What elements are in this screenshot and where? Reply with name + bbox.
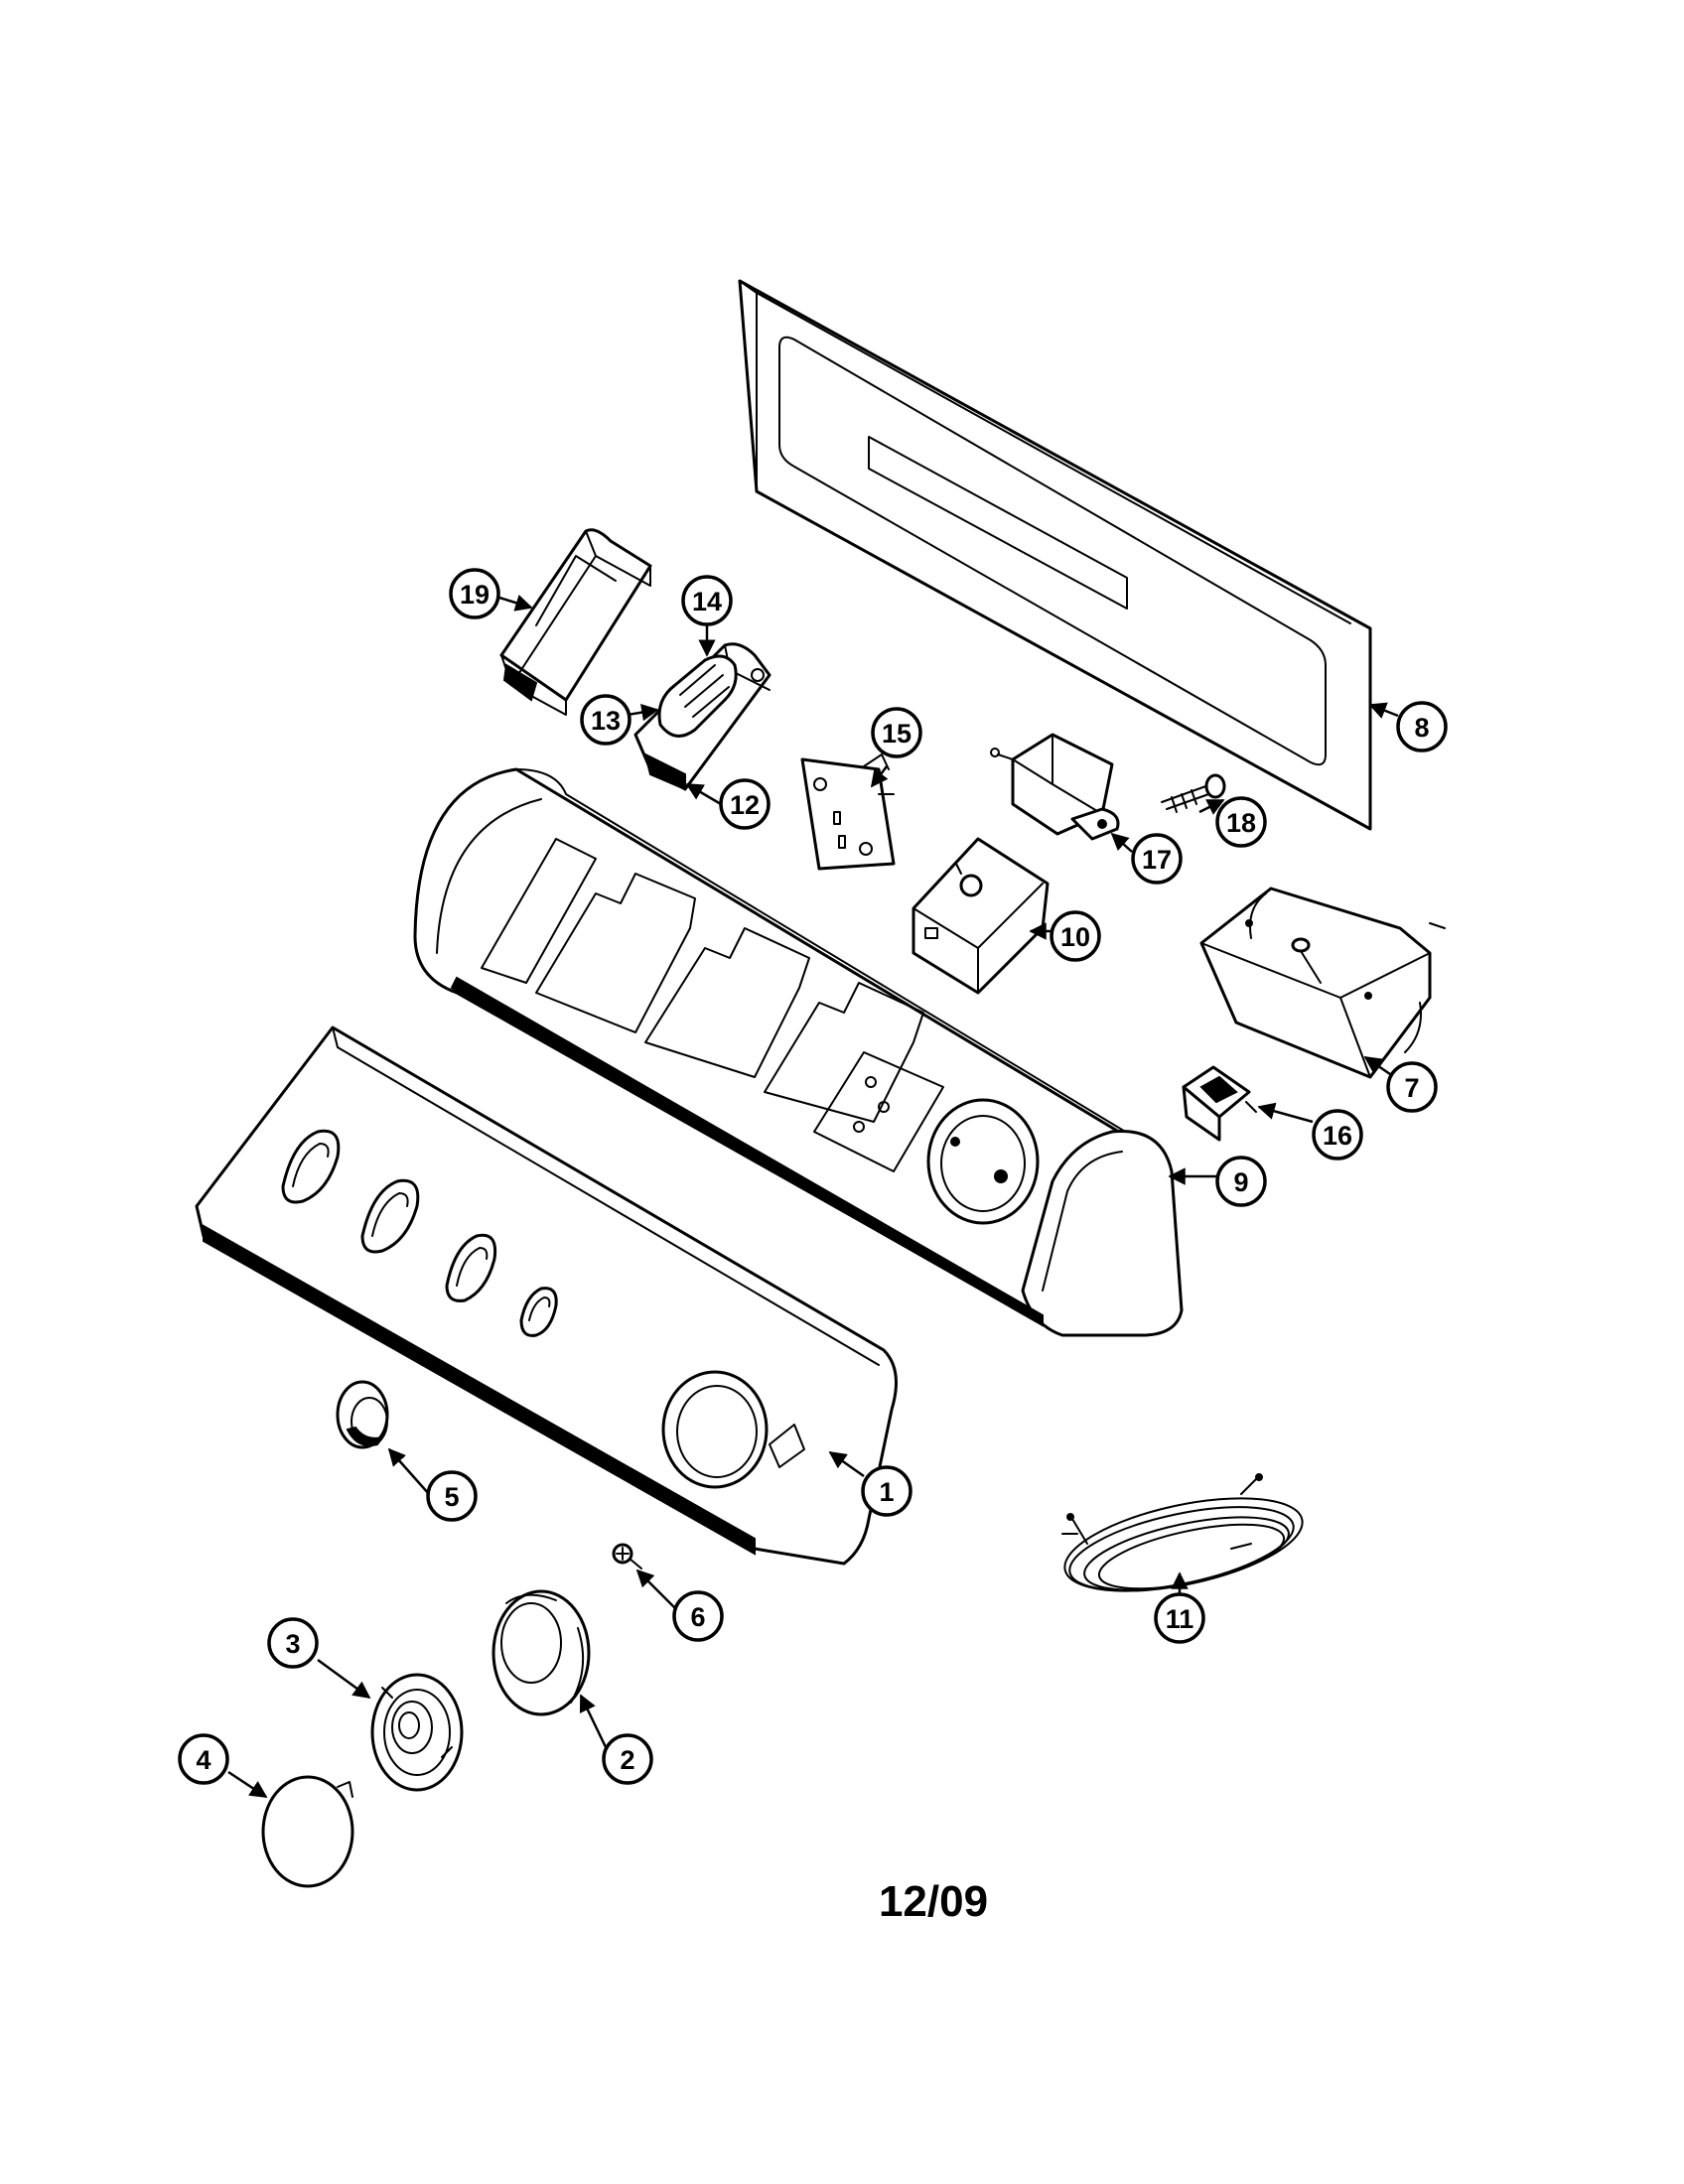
callout-number: 5 <box>444 1482 459 1512</box>
callout-14: 14 <box>681 575 733 626</box>
callout-9: 9 <box>1215 1156 1267 1207</box>
control-panel-part <box>195 1025 898 1566</box>
lens-cover-part <box>261 1775 354 1888</box>
console-housing-part <box>413 767 1184 1337</box>
callout-17: 17 <box>1131 833 1183 885</box>
selector-switch-part <box>499 528 652 716</box>
callout-number: 1 <box>879 1477 894 1507</box>
callout-8: 8 <box>1396 701 1448 752</box>
callout-12: 12 <box>719 778 771 830</box>
callout-4: 4 <box>178 1733 229 1785</box>
callout-number: 6 <box>690 1602 705 1632</box>
callout-number: 3 <box>285 1629 300 1659</box>
screw-part <box>1161 773 1226 813</box>
callout-13: 13 <box>580 694 632 746</box>
callout-number: 18 <box>1226 808 1256 838</box>
callout-7: 7 <box>1386 1061 1438 1113</box>
callout-1: 1 <box>861 1465 912 1517</box>
callout-number: 7 <box>1404 1073 1419 1103</box>
wire-harness-part <box>1061 1473 1304 1592</box>
callout-number: 12 <box>730 790 760 820</box>
small-screw-part <box>612 1543 642 1570</box>
callout-18: 18 <box>1215 796 1267 848</box>
bezel-ring-part <box>491 1589 591 1716</box>
date-code: 12/09 <box>879 1877 988 1926</box>
relay-part <box>990 733 1120 841</box>
callout-number: 9 <box>1233 1167 1248 1197</box>
callout-3: 3 <box>267 1617 319 1669</box>
callout-number: 8 <box>1414 713 1429 743</box>
callout-15: 15 <box>871 707 922 758</box>
callout-number: 14 <box>692 587 722 616</box>
callout-number: 16 <box>1323 1121 1352 1151</box>
callout-number: 2 <box>620 1745 634 1775</box>
leader-lines <box>227 594 1399 1799</box>
callout-16: 16 <box>1312 1109 1363 1160</box>
callout-2: 2 <box>602 1733 653 1785</box>
callout-number: 10 <box>1060 922 1090 952</box>
callout-number: 17 <box>1142 845 1172 875</box>
callout-11: 11 <box>1154 1592 1205 1644</box>
callout-6: 6 <box>672 1590 724 1642</box>
mounting-plate-part <box>800 753 896 871</box>
callout-5: 5 <box>426 1470 478 1522</box>
lamp-holder-part <box>633 642 772 791</box>
motor-housing-part <box>1199 887 1446 1079</box>
callout-10: 10 <box>1050 910 1101 962</box>
callout-number: 19 <box>460 580 490 610</box>
switch-box-part <box>912 837 1050 995</box>
button-knob-part <box>336 1380 389 1449</box>
callout-number: 15 <box>882 719 912 749</box>
callout-number: 11 <box>1166 1604 1194 1634</box>
callout-19: 19 <box>449 568 500 619</box>
callout-number: 4 <box>196 1745 210 1775</box>
callout-number: 13 <box>591 706 621 736</box>
rocker-switch-part <box>1182 1065 1257 1142</box>
rear-panel-part <box>738 279 1372 831</box>
dial-part <box>370 1673 464 1792</box>
